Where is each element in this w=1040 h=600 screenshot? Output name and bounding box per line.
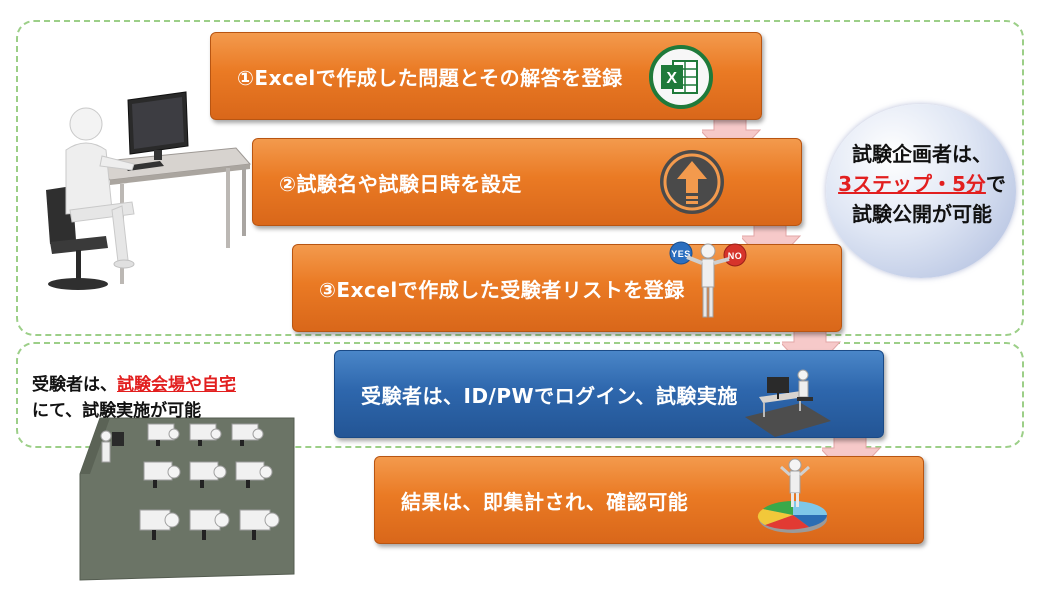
planner-note-line1: 試験企画者は、 — [852, 142, 992, 166]
upload-icon — [660, 150, 724, 214]
step-1-label: ①Excelで作成した問題とその解答を登録 — [237, 65, 623, 90]
examinee-note-highlight: 試験会場や自宅 — [117, 375, 236, 395]
step-4-label: 受験者は、ID/PWでログイン、試験実施 — [361, 383, 738, 408]
step-1-register-questions: ①Excelで作成した問題とその解答を登録 X — [210, 32, 762, 120]
step-4-examinee-login: 受験者は、ID/PWでログイン、試験実施 — [334, 350, 884, 438]
planner-note-line3: 試験公開が可能 — [852, 202, 992, 226]
yes-sign-text: YES — [671, 249, 691, 259]
desk-worker-illustration — [46, 91, 252, 290]
step-3-label: ③Excelで作成した受験者リストを登録 — [319, 277, 685, 302]
step-3-register-examinees: ③Excelで作成した受験者リストを登録 YES NO — [292, 241, 842, 332]
excel-icon-letter: X — [666, 70, 677, 87]
examinee-zone — [16, 342, 1024, 448]
examinee-note-line1: 受験者は、試験会場や自宅 — [32, 370, 236, 395]
pie-chart-person-icon — [757, 458, 827, 533]
planner-zone — [16, 20, 1024, 336]
step-2-set-exam-info: ②試験名や試験日時を設定 — [252, 138, 802, 226]
examinee-at-desk-icon — [745, 369, 831, 437]
planner-note-highlight: 3ステップ・5分 — [838, 172, 986, 196]
examinee-note-prefix: 受験者は、 — [32, 375, 117, 395]
planner-highlight-bubble — [826, 104, 1016, 278]
step-5-label: 結果は、即集計され、確認可能 — [401, 489, 689, 514]
yes-no-person-icon: YES NO — [669, 241, 747, 318]
no-sign-text: NO — [728, 251, 743, 261]
planner-note-suffix: で — [985, 172, 1006, 196]
planner-note-line2: 3ステップ・5分で — [822, 168, 1022, 197]
step-5-results: 結果は、即集計され、確認可能 — [374, 456, 924, 544]
exam-hall-illustration — [79, 417, 295, 581]
step-2-label: ②試験名や試験日時を設定 — [279, 171, 522, 196]
examinee-note-line2: にて、試験実施が可能 — [32, 401, 202, 421]
excel-icon: X — [649, 45, 713, 109]
